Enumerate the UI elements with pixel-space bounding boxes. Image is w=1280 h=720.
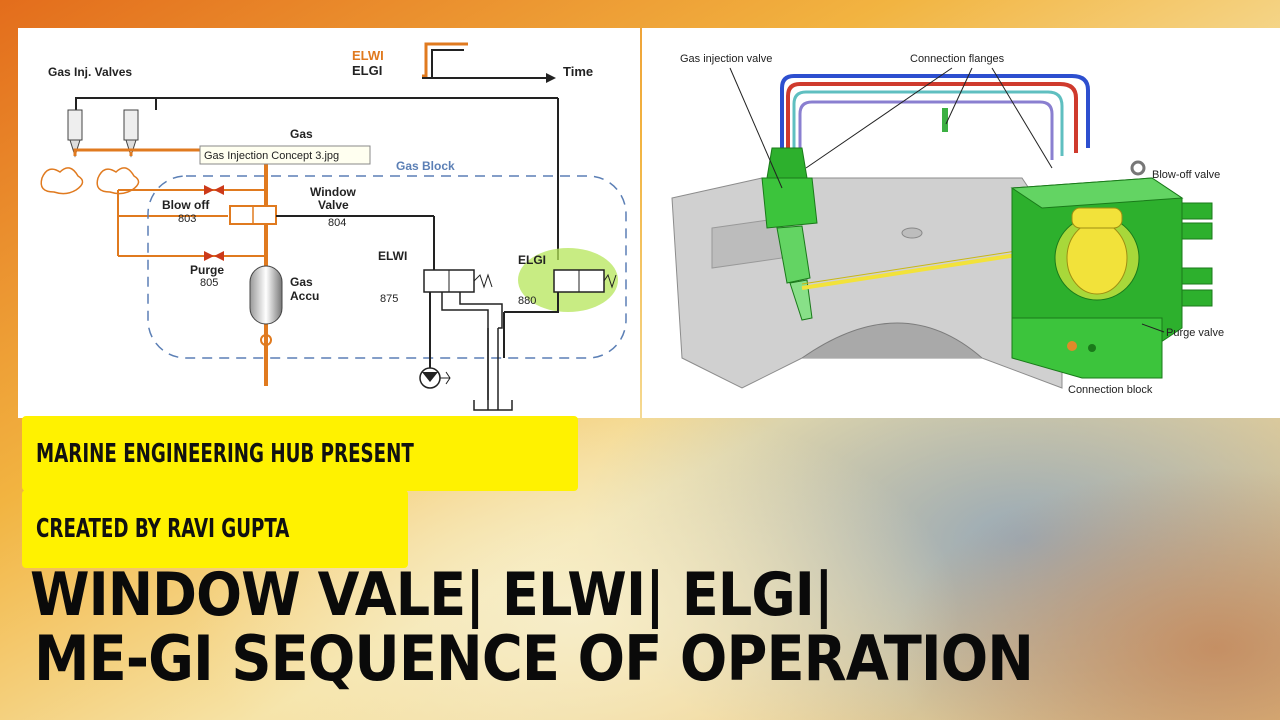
title-line-2: ME-GI SEQUENCE OF OPERATION	[34, 622, 1034, 695]
signal-elgi-label: ELGI	[352, 63, 382, 78]
cylinder-cover-3d-illustration: Gas injection valve Connection flanges B…	[642, 28, 1280, 418]
title-line-1: WINDOW VALE| ELWI| ELGI|	[30, 560, 834, 630]
purge-label: Purge	[190, 263, 224, 277]
elwi-valve-label: ELWI	[378, 249, 407, 263]
schematic-drawing: ELWI ELGI Time Gas Inj. Valves	[40, 42, 627, 411]
gas-injection-schematic: ELWI ELGI Time Gas Inj. Valves	[18, 28, 640, 418]
label-connection-block: Connection block	[1068, 384, 1153, 396]
elgi-valve-label: ELGI	[518, 253, 546, 267]
gas-injection-valve	[761, 147, 818, 321]
image-tooltip: Gas Injection Concept 3.jpg	[204, 150, 339, 162]
banner-presenter-text: MARINE ENGINEERING HUB PRESENT	[36, 438, 414, 469]
window-valve-number: 804	[328, 217, 346, 229]
gas-injector-2	[123, 109, 139, 158]
banner-presenter: MARINE ENGINEERING HUB PRESENT	[22, 416, 578, 491]
gas-label: Gas	[290, 127, 313, 141]
elwi-valve-number: 875	[380, 293, 398, 305]
label-purge-valve: Purge valve	[1166, 327, 1224, 339]
purge-number: 805	[200, 277, 218, 289]
elgi-valve-number: 880	[518, 295, 536, 307]
banner-creator: CREATED BY RAVI GUPTA	[22, 490, 408, 568]
gas-inj-valves-label: Gas Inj. Valves	[48, 65, 132, 79]
label-gas-injection-valve: Gas injection valve	[680, 53, 772, 65]
banner-creator-text: CREATED BY RAVI GUPTA	[36, 514, 290, 544]
gas-block-label: Gas Block	[396, 159, 455, 173]
blow-off-label: Blow off	[162, 198, 210, 212]
blow-off-number: 803	[178, 213, 196, 225]
signal-time-label: Time	[563, 64, 593, 79]
gas-injector-1	[67, 109, 83, 158]
label-blow-off-valve: Blow-off valve	[1152, 169, 1220, 181]
connection-block	[1011, 317, 1163, 379]
signal-elwi-label: ELWI	[352, 48, 384, 63]
label-connection-flanges: Connection flanges	[910, 53, 1005, 65]
cylinder-cover-drawing: Gas injection valve Connection flanges B…	[671, 53, 1224, 396]
